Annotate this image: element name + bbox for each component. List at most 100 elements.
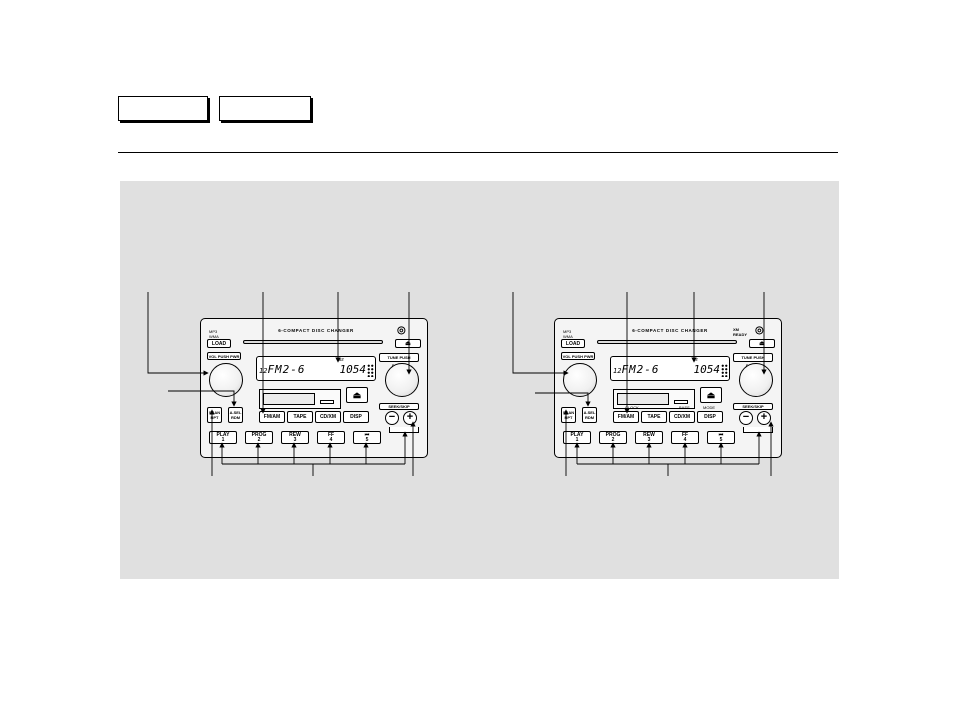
cd-xm-button[interactable]: CD/XM [315, 411, 341, 423]
eject-button[interactable]: ⏏ [749, 339, 775, 348]
scan-rpt-button[interactable]: SCAN RPT [561, 407, 576, 423]
fm-am-button[interactable]: FM/AM [613, 411, 639, 423]
tape-button[interactable]: TAPE [287, 411, 313, 423]
preset-2-num: 2 [611, 437, 615, 443]
preset-2-name: PROG [605, 432, 621, 438]
preset-1-name: PLAY [570, 432, 584, 438]
display-frequency: 1054 [693, 363, 721, 376]
clock-label: CLOCK [625, 405, 639, 410]
header-rule [118, 152, 838, 153]
cd-meter [674, 400, 688, 404]
display-dots [367, 364, 374, 377]
xm-logo: XM READY [733, 327, 748, 337]
preset-1-name: PLAY [216, 432, 230, 438]
seek-down-button[interactable]: − [385, 411, 399, 425]
seek-up-button[interactable]: + [757, 411, 771, 425]
format-badge: MP3 WMA [209, 329, 219, 339]
preset-4-name: FF [681, 432, 689, 438]
format-badge: MP3 WMA [563, 329, 573, 339]
load-button[interactable]: LOAD [207, 339, 231, 348]
seek-down-button[interactable]: − [739, 411, 753, 425]
tape-meter [320, 400, 334, 404]
preset-5-button[interactable]: ⏮5 [707, 431, 735, 444]
vol-pwr-knob[interactable] [563, 363, 597, 397]
tape-button[interactable]: TAPE [641, 411, 667, 423]
tape-slot [263, 393, 315, 405]
fm-am-button[interactable]: FM/AM [259, 411, 285, 423]
cd-eject-button[interactable]: ⏏ [346, 387, 368, 403]
disc-slot [243, 340, 383, 344]
preset-6-bar[interactable] [743, 427, 773, 433]
preset-5-num: 5 [719, 437, 723, 443]
display-band-text: FM2-6 [267, 363, 306, 376]
seek-skip-label: SEEK/SKIP [379, 403, 419, 410]
cd-xm-button[interactable]: CD/XM [669, 411, 695, 423]
seek-up-button[interactable]: + [403, 411, 417, 425]
preset-2-num: 2 [257, 437, 261, 443]
bass-label: BASS [679, 405, 690, 410]
disc-icon: ◎ [397, 325, 406, 336]
preset-3-num: 3 [647, 437, 651, 443]
vol-pwr-label: VOL PUSH PWR [561, 352, 595, 360]
radio-unit-right: MP3 WMA 6-COMPACT DISC CHANGER XM READY … [554, 318, 782, 458]
unit-title: 6-COMPACT DISC CHANGER [278, 328, 354, 333]
preset-5-name: ⏮ [718, 432, 724, 438]
asel-rdm-button[interactable]: A.SEL RDM [228, 407, 243, 423]
display-band-text: FM2-6 [621, 363, 660, 376]
load-button[interactable]: LOAD [561, 339, 585, 348]
preset-5-button[interactable]: ⏮5 [353, 431, 381, 444]
cd-door [613, 389, 695, 409]
preset-4-name: FF [327, 432, 335, 438]
preset-3-num: 3 [293, 437, 297, 443]
disc-slot [597, 340, 737, 344]
preset-5-num: 5 [365, 437, 369, 443]
preset-4-num: 4 [329, 437, 333, 443]
preset-2-name: PROG [251, 432, 267, 438]
radio-unit-left: MP3 WMA 6-COMPACT DISC CHANGER ◎ LOAD ⏏ … [200, 318, 428, 458]
mode-label: MODE [703, 405, 715, 410]
cd-slot [617, 393, 669, 405]
display-dots [721, 364, 728, 377]
index-button[interactable] [219, 96, 311, 121]
preset-4-num: 4 [683, 437, 687, 443]
stereo-indicator: ST [339, 357, 345, 362]
eject-button[interactable]: ⏏ [395, 339, 421, 348]
display-band: 12FM2-6 [613, 363, 683, 378]
scan-rpt-button[interactable]: SCAN RPT [207, 407, 222, 423]
seek-skip-label: SEEK/SKIP [733, 403, 773, 410]
asel-rdm-button[interactable]: A.SEL RDM [582, 407, 597, 423]
cd-eject-button[interactable]: ⏏ [700, 387, 722, 403]
disp-button[interactable]: DISP [697, 411, 723, 423]
preset-3-name: REW [289, 432, 301, 438]
preset-6-bar[interactable] [389, 427, 419, 433]
tune-sound-knob[interactable] [385, 363, 419, 397]
tape-door [259, 389, 341, 409]
display-frequency: 1054 [339, 363, 367, 376]
main-menu-button[interactable] [118, 96, 208, 121]
display-screen: ST 12FM2-6 1054 [610, 356, 730, 381]
display-screen: ST 12FM2-6 1054 [256, 356, 376, 381]
display-band: 12FM2-6 [259, 363, 329, 378]
disc-icon: ◎ [755, 325, 764, 336]
tune-sound-label: TUNE PUSH SOUND [733, 353, 773, 368]
stereo-indicator: ST [693, 357, 699, 362]
vol-pwr-label: VOL PUSH PWR [207, 352, 241, 360]
tune-sound-label: TUNE PUSH SOUND [379, 353, 419, 368]
unit-title: 6-COMPACT DISC CHANGER [632, 328, 708, 333]
vol-pwr-knob[interactable] [209, 363, 243, 397]
preset-1-num: 1 [221, 437, 225, 443]
preset-1-num: 1 [575, 437, 579, 443]
display-preset-digits: 12 [613, 367, 622, 375]
preset-5-name: ⏮ [364, 432, 370, 438]
preset-3-name: REW [643, 432, 655, 438]
disp-button[interactable]: DISP [343, 411, 369, 423]
tune-sound-knob[interactable] [739, 363, 773, 397]
